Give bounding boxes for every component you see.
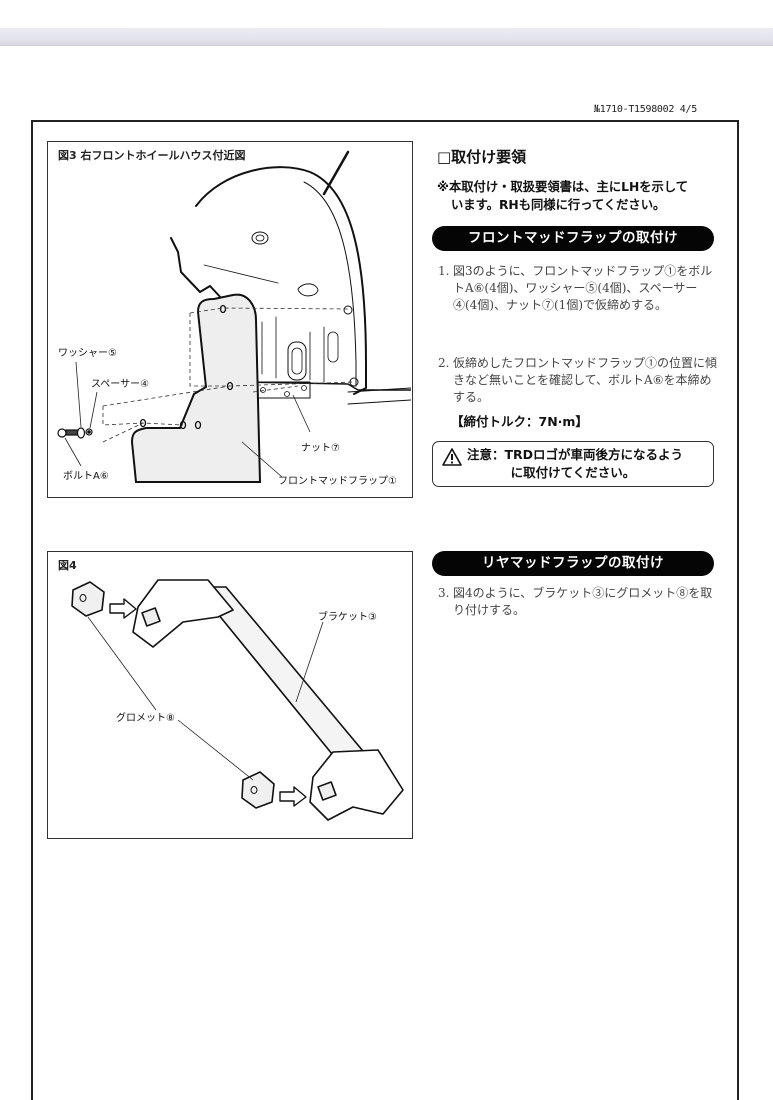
grommet-label: グロメット⑧ (116, 713, 175, 724)
caution-line-1: 注意：TRDロゴが車両後方になるよう (467, 447, 684, 462)
step-number: 3. (438, 586, 450, 600)
step-1: 1. 図3のように、フロントマッドフラップ①をボルトA⑥(4個)、ワッシャー⑤(… (438, 263, 720, 314)
caution-line-2: に取付けてください。 (510, 465, 636, 480)
note-line-2: います。RHも同様に行ってください。 (451, 198, 666, 212)
figure-3: 図3 右フロントホイールハウス付近図 (47, 141, 413, 498)
front-mudflap-shape (130, 293, 262, 483)
step-number: 2. (438, 356, 450, 370)
note-line-1: ※本取付け・取扱要領書は、主にLHを示して (437, 180, 689, 194)
step-text: 図4のように、ブラケット③にグロメット⑧を取り付けする。 (453, 586, 713, 617)
warning-triangle-icon (442, 448, 462, 466)
torque-spec: 【締付トルク：7N·m】 (451, 414, 588, 429)
step-number: 1. (438, 264, 450, 278)
bracket-diagram (71, 579, 404, 821)
rear-mudflap-heading: リヤマッドフラップの取付け (432, 551, 714, 576)
installation-procedure-title: □取付け要領 (437, 148, 527, 166)
document-number: №1710-T1598002 4/5 (594, 104, 697, 115)
page-frame (31, 120, 739, 1100)
bolt-label: ボルトA⑥ (63, 471, 109, 482)
step-text: 仮締めしたフロントマッドフラップ①の位置に傾きなど無いことを確認して、ボルトA⑥… (453, 356, 718, 404)
figure-3-title: 図3 右フロントホイールハウス付近図 (58, 149, 246, 162)
step-2: 2. 仮締めしたフロントマッドフラップ①の位置に傾きなど無いことを確認して、ボル… (438, 355, 720, 406)
wheel-house-diagram (57, 150, 411, 483)
step-text: 図3のように、フロントマッドフラップ①をボルトA⑥(4個)、ワッシャー⑤(4個)… (453, 264, 713, 312)
washer-label: ワッシャー⑤ (58, 348, 117, 359)
spacer-label: スペーサー④ (91, 379, 150, 390)
viewer-top-bar (0, 28, 773, 46)
front-mudflap-heading: フロントマッドフラップの取付け (432, 226, 714, 251)
nut-label: ナット⑦ (301, 443, 340, 454)
step-3: 3. 図4のように、ブラケット③にグロメット⑧を取り付けする。 (438, 585, 720, 619)
bracket-label: ブラケット③ (318, 612, 377, 623)
lh-rh-note: ※本取付け・取扱要領書は、主にLHを示して います。RHも同様に行ってください。 (437, 178, 722, 214)
figure-4: 図4 ブラケット③ (47, 551, 413, 839)
caution-box: 注意：TRDロゴが車両後方になるよう に取付けてください。 (432, 441, 714, 487)
figure-4-title: 図4 (58, 559, 77, 572)
front-mudflap-label: フロントマッドフラップ① (278, 476, 397, 487)
